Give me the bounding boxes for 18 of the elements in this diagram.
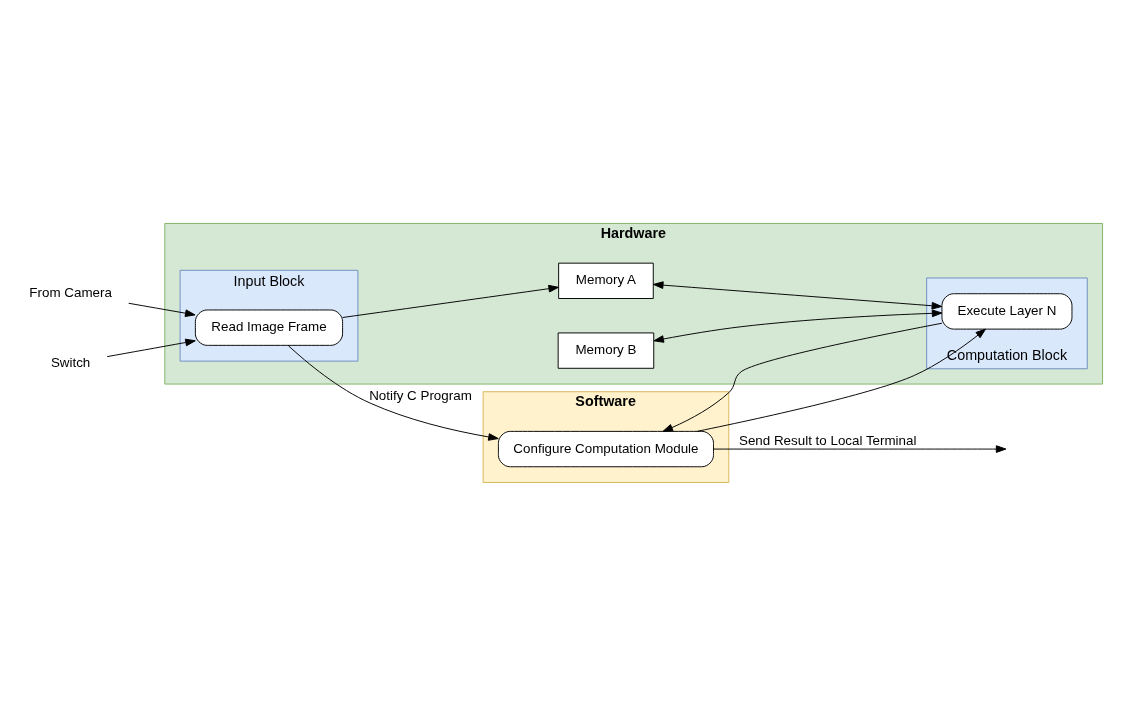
node-text: Switch xyxy=(50,354,91,370)
node-text: From Camera xyxy=(29,284,112,300)
arrow xyxy=(287,345,499,441)
arrow xyxy=(653,281,943,310)
arrow xyxy=(128,302,196,317)
node-box: Configure Computation Module xyxy=(497,430,714,468)
arrow xyxy=(662,322,943,432)
arrow xyxy=(653,309,943,343)
node-box: Memory B xyxy=(557,332,655,369)
node-box: Memory A xyxy=(558,262,654,299)
arrow xyxy=(713,445,1007,453)
arrow xyxy=(342,284,559,318)
edge-label: Send Result to Local Terminal xyxy=(739,433,917,449)
arrow xyxy=(696,328,986,432)
node-box: Execute Layer N xyxy=(941,293,1073,330)
edge-label: Notify C Program xyxy=(369,387,472,403)
node-box: Read Image Frame xyxy=(194,309,344,346)
arrow xyxy=(106,338,196,358)
